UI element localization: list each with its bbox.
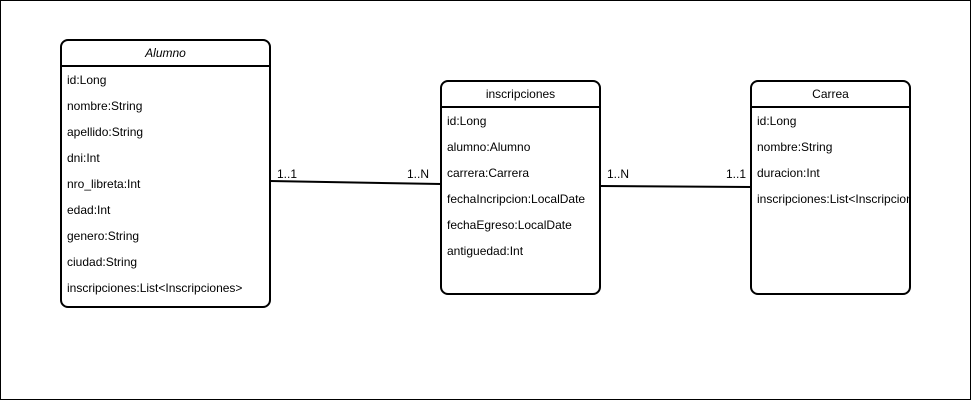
attribute-alumno-6: genero:String — [67, 229, 140, 243]
attribute-carrea-0: id:Long — [757, 114, 797, 128]
attribute-inscripciones-0: id:Long — [447, 114, 487, 128]
class-alumno-title: Alumno — [62, 41, 269, 67]
class-alumno[interactable]: Alumno id:Long nombre:String apellido:St… — [60, 39, 271, 308]
attribute-alumno-2: apellido:String — [67, 125, 144, 139]
multiplicity-inscripciones-side-left: 1..N — [407, 167, 429, 181]
multiplicity-carrea-side: 1..1 — [726, 167, 746, 181]
attribute-inscripciones-4: fechaEgreso:LocalDate — [447, 218, 572, 232]
attribute-alumno-5: edad:Int — [67, 203, 111, 217]
class-inscripciones-title: inscripciones — [442, 82, 599, 108]
attribute-inscripciones-3: fechaIncripcion:LocalDate — [447, 192, 586, 206]
attribute-carrea-2: duracion:Int — [757, 166, 820, 180]
attribute-carrea-1: nombre:String — [757, 140, 833, 154]
class-carrea[interactable]: Carrea id:Long nombre:String duracion:In… — [750, 80, 911, 295]
multiplicity-inscripciones-side-right: 1..N — [607, 167, 629, 181]
attribute-alumno-3: dni:Int — [67, 151, 100, 165]
class-carrea-attributes: id:Long nombre:String duracion:Int inscr… — [752, 108, 909, 212]
attribute-inscripciones-2: carrera:Carrera — [447, 166, 530, 180]
attribute-carrea-3: inscripciones:List<Inscripciones> — [757, 192, 909, 206]
class-inscripciones[interactable]: inscripciones id:Long alumno:Alumno carr… — [440, 80, 601, 295]
class-alumno-attributes: id:Long nombre:String apellido:String dn… — [62, 67, 269, 301]
association-line-alumno-inscripciones — [269, 180, 442, 185]
attribute-inscripciones-5: antiguedad:Int — [447, 244, 524, 258]
attribute-alumno-7: ciudad:String — [67, 255, 138, 269]
class-inscripciones-attributes: id:Long alumno:Alumno carrera:Carrera fe… — [442, 108, 599, 264]
attribute-alumno-4: nro_libreta:Int — [67, 177, 141, 191]
association-line-inscripciones-carrea — [599, 185, 752, 188]
attribute-alumno-1: nombre:String — [67, 99, 143, 113]
class-carrea-title: Carrea — [752, 82, 909, 108]
attribute-alumno-8: inscripciones:List<Inscripciones> — [67, 281, 243, 295]
attribute-alumno-0: id:Long — [67, 73, 107, 87]
multiplicity-alumno-side: 1..1 — [277, 167, 297, 181]
attribute-inscripciones-1: alumno:Alumno — [447, 140, 531, 154]
